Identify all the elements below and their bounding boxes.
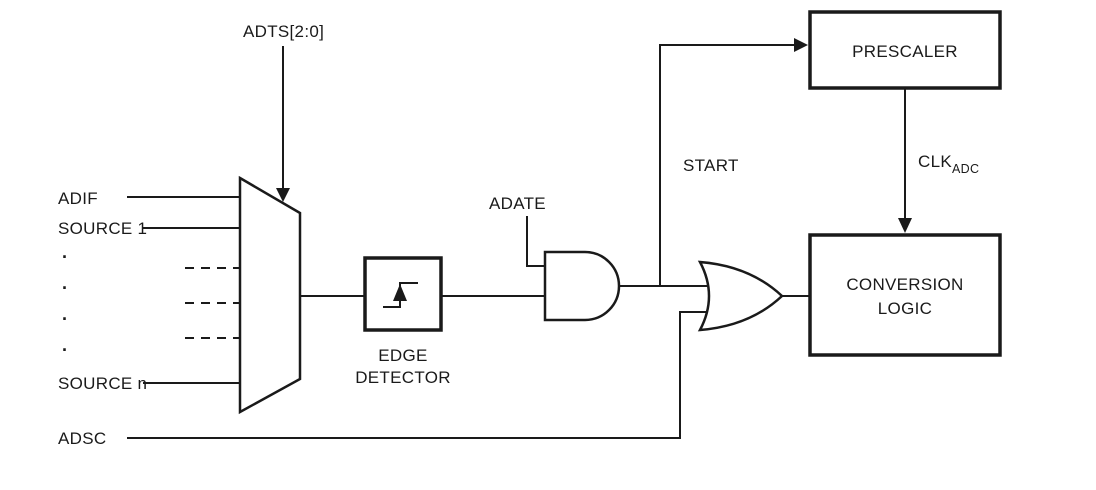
conversion-logic-label-line1: CONVERSION: [846, 275, 963, 294]
adsc-label: ADSC: [58, 429, 106, 448]
adsc-wire: [127, 311, 724, 439]
start-arrowhead: [794, 38, 808, 52]
prescaler-label: PRESCALER: [852, 42, 958, 61]
ellipsis-dot: .: [62, 242, 67, 262]
adts-label: ADTS[2:0]: [243, 22, 324, 41]
ellipsis-dot: .: [62, 335, 67, 355]
clk-adc-label: CLKADC: [918, 152, 979, 176]
conversion-logic-label-line2: LOGIC: [878, 299, 932, 318]
adate-wire: [526, 216, 548, 267]
ellipsis-dot: .: [62, 273, 67, 293]
conversion-logic-box: [808, 233, 1002, 357]
sourceN-label: SOURCE n: [58, 374, 147, 393]
mux-shape: [238, 175, 302, 415]
or-gate: [697, 260, 784, 332]
edge-detector-label-line1: EDGE: [378, 346, 427, 365]
adif-label: ADIF: [58, 189, 98, 208]
and-gate: [543, 250, 621, 322]
start-label: START: [683, 156, 739, 175]
clk-label-main: CLK: [918, 152, 952, 171]
edge-detector-symbol-arrow: [393, 284, 407, 301]
clk-label-subscript: ADC: [952, 162, 979, 176]
ellipsis-dot: .: [62, 304, 67, 324]
adts-arrowhead: [276, 188, 290, 202]
prescaler-box: [808, 10, 1002, 90]
adate-label: ADATE: [489, 194, 546, 213]
start-wire: [659, 44, 795, 286]
edge-detector-label-line2: DETECTOR: [355, 368, 451, 387]
source1-label: SOURCE 1: [58, 219, 147, 238]
clk-arrowhead: [898, 218, 912, 233]
